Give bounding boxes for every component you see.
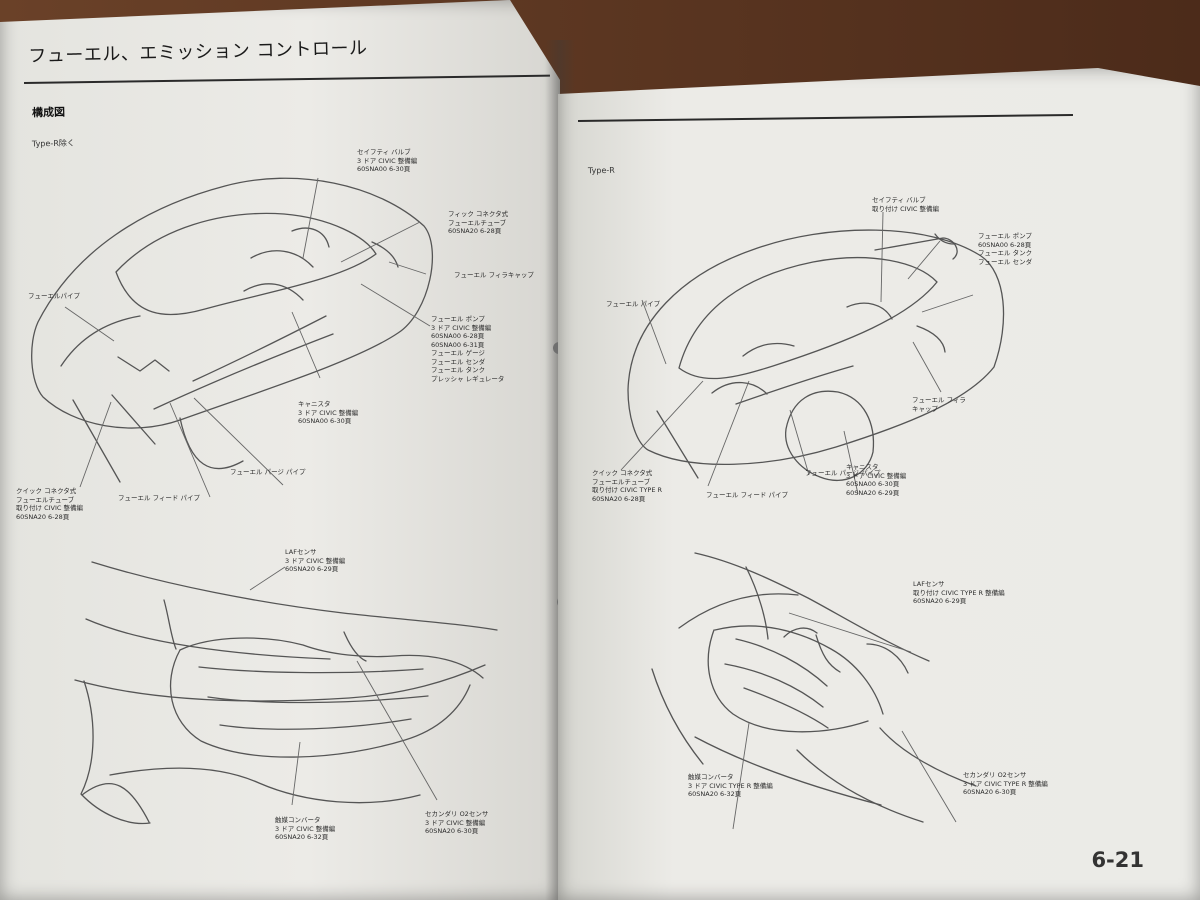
car-fuel-diagram xyxy=(31,177,434,498)
right-fuel-pump-label: フューエル ポンプ 60SNA00 6-28頁 フューエル タンク フューエル … xyxy=(978,232,1033,266)
right-safety-valve-label: セイフティ バルブ 取り付け CIVIC 整備編 xyxy=(872,196,939,213)
right-quick-connector-label: クイック コネクタ式 フューエルチューブ 取り付け CIVIC TYPE R 6… xyxy=(592,469,663,503)
right-feed-pipe-label: フューエル フィード パイプ xyxy=(706,491,789,499)
left-page: フューエル、エミッション コントロール 構成図 Type-R除く xyxy=(0,0,560,900)
left-fuel-pump-label: フューエル ポンプ 3 ドア CIVIC 整備編 60SNA00 6-28頁 6… xyxy=(431,315,505,383)
car-fuel-diagram-type-r xyxy=(620,211,1005,495)
left-filler-cap-label: フューエル フィラキャップ xyxy=(454,271,534,279)
right-secondary-sensor-label: セカンダリ O2センサ 3 ドア CIVIC TYPE R 整備編 60SNA2… xyxy=(963,771,1048,796)
left-feed-pipe-label: フューエル フィード パイプ xyxy=(118,494,201,502)
left-quick-connector-label: クイック コネクタ式 フューエルチューブ 取り付け CIVIC 整備編 60SN… xyxy=(16,487,83,521)
left-catalytic-converter-label: 触媒コンバータ 3 ドア CIVIC 整備編 60SNA20 6-32頁 xyxy=(275,816,336,841)
right-catalytic-converter-label: 触媒コンバータ 3 ドア CIVIC TYPE R 整備編 60SNA20 6-… xyxy=(688,773,773,798)
left-secondary-sensor-label: セカンダリ O2センサ 3 ドア CIVIC 整備編 60SNA20 6-30頁 xyxy=(425,810,489,835)
right-fuel-pipe-label: フューエル パイプ xyxy=(606,300,661,308)
left-canister-label: キャニスタ 3 ドア CIVIC 整備編 60SNA00 6-30頁 xyxy=(298,400,359,425)
exhaust-diagram xyxy=(74,561,498,825)
left-laf-sensor-label: LAFセンサ 3 ドア CIVIC 整備編 60SNA20 6-29頁 xyxy=(285,548,346,573)
right-page: Type-R xyxy=(558,68,1200,900)
right-laf-sensor-label: LAFセンサ 取り付け CIVIC TYPE R 整備編 60SNA20 6-2… xyxy=(913,580,1005,605)
right-canister-label: キャニスタ 3 ドア CIVIC 整備編 60SNA00 6-30頁 60SNA… xyxy=(846,463,907,497)
left-fill-connector-label: フィック コネクタ式 フューエルチューブ 60SNA20 6-28頁 xyxy=(448,210,509,235)
exhaust-diagram-type-r xyxy=(651,552,977,830)
left-fuel-pipe-label: フューエルパイプ xyxy=(28,292,80,300)
left-safety-valve-label: セイフティ バルブ 3 ドア CIVIC 整備編 60SNA00 6-30頁 xyxy=(357,148,418,173)
left-purge-pipe-label: フューエル パージ パイプ xyxy=(230,468,306,476)
page-number: 6-21 xyxy=(1091,848,1144,872)
right-filler-cap-label: フューエル フィラ キャップ xyxy=(912,396,966,413)
right-purge-pipe-label: フューエル パージ パイプ xyxy=(805,469,881,477)
